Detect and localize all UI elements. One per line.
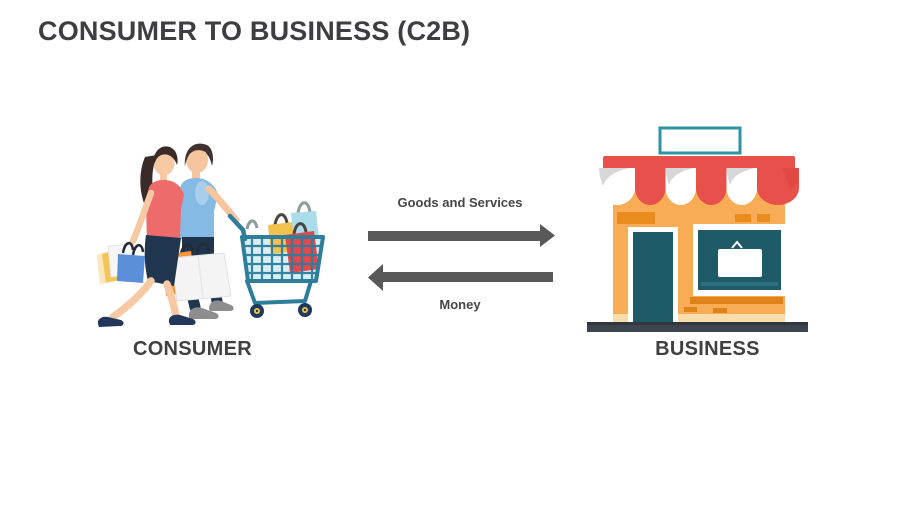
consumer-label: CONSUMER <box>132 338 253 360</box>
cart-rear-wheel <box>298 303 312 317</box>
goods-services-label: Goods and Services <box>397 195 523 210</box>
man-front-shoe <box>209 300 234 311</box>
goods-services-arrow <box>368 224 555 247</box>
money-arrow <box>368 264 553 291</box>
woman-figure <box>97 146 196 327</box>
cart-front-wheel <box>250 304 264 318</box>
store-ground-bar <box>587 322 808 332</box>
store-awning <box>599 156 799 206</box>
store-door <box>628 227 678 322</box>
money-label: Money <box>439 297 481 312</box>
consumer-couple-icon <box>97 143 325 327</box>
shopping-cart-icon <box>227 201 325 318</box>
sign-hook <box>731 240 743 249</box>
storefront-icon <box>587 126 808 332</box>
woman-front-flat <box>97 316 124 327</box>
business-label: BUSINESS <box>655 338 760 360</box>
woman-back-flat <box>168 314 196 325</box>
window-hanging-sign <box>718 249 762 277</box>
man-back-shoe <box>188 307 219 319</box>
store-window <box>693 224 787 296</box>
woman-shopping-bags <box>97 242 145 284</box>
flow-arrows <box>368 224 555 291</box>
slide-title: CONSUMER TO BUSINESS (C2B) <box>38 16 471 46</box>
store-sign-board <box>658 126 742 155</box>
